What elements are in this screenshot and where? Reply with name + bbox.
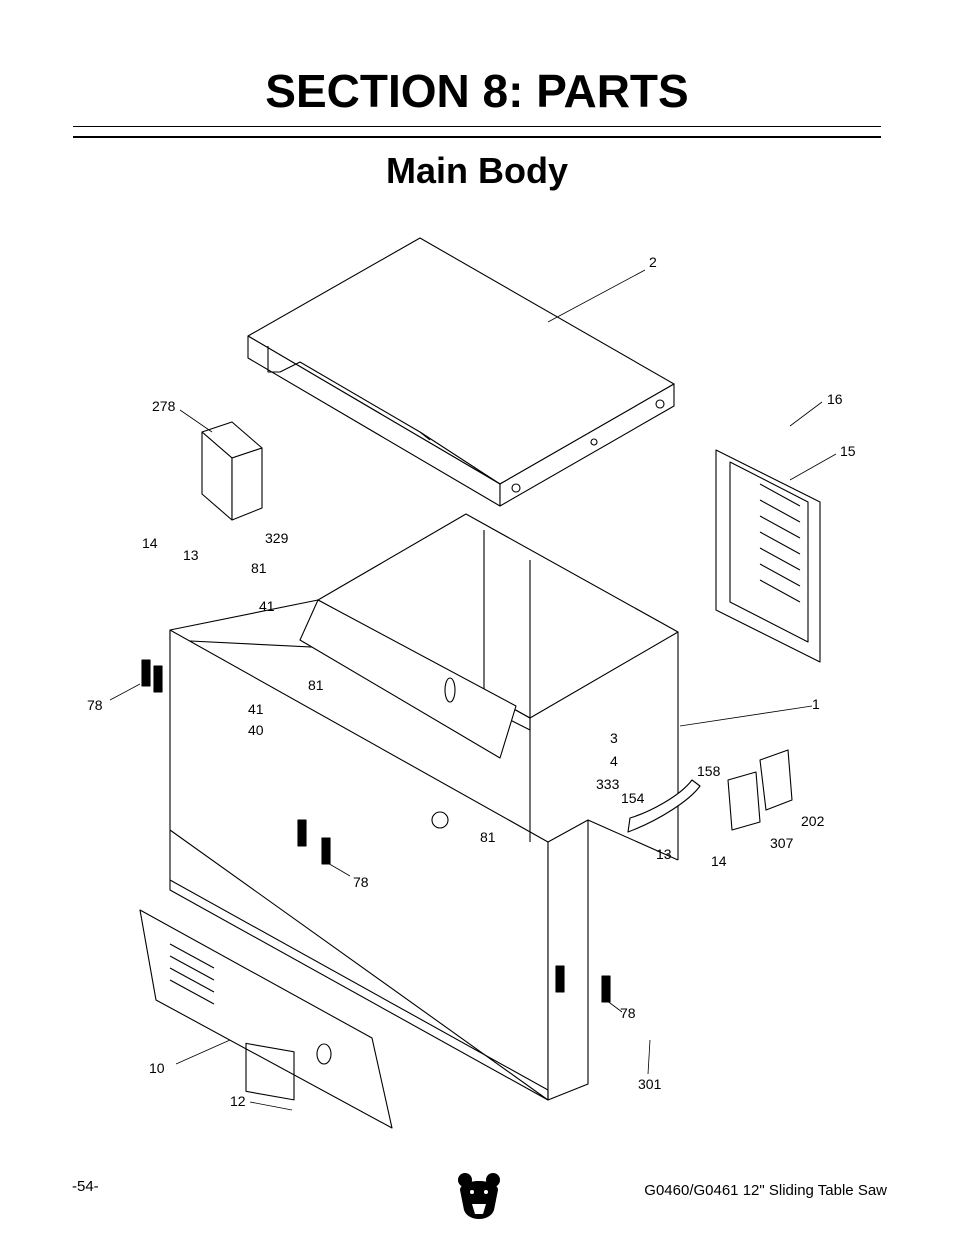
callout-329: 329 [265,530,289,546]
top-cover-part [247,237,675,507]
callout-278: 278 [152,398,176,414]
callout-1: 1 [812,696,820,712]
page-number: -54- [72,1178,99,1195]
callout-81: 81 [251,560,267,576]
callout-16: 16 [827,391,843,407]
callout-154: 154 [621,790,645,806]
title-rule-thick [73,136,881,138]
callout-202: 202 [801,813,825,829]
callout-78-right: 78 [620,1005,636,1021]
callout-13-right: 13 [656,846,672,862]
switch-box-part [627,749,793,833]
callout-158: 158 [697,763,721,779]
title-rule-thin [73,126,881,127]
callout-40: 40 [248,722,264,738]
callout-81-right: 81 [480,829,496,845]
page-subtitle: Main Body [385,150,568,191]
callout-15: 15 [840,443,856,459]
side-panel-part [715,449,821,663]
callout-2: 2 [649,254,657,270]
callout-14-right: 14 [711,853,727,869]
front-panel-part [139,909,393,1129]
callout-14: 14 [142,535,158,551]
manual-title: G0460/G0461 12" Sliding Table Saw [644,1182,887,1199]
callout-3: 3 [610,730,618,746]
callout-13: 13 [183,547,199,563]
callout-4: 4 [610,753,618,769]
bolt-hardware [141,659,611,1003]
callout-81-center: 81 [308,677,324,693]
callout-333: 333 [596,776,620,792]
callout-78: 78 [87,697,103,713]
callout-41-lower: 41 [248,701,264,717]
motor-cover-part [201,421,263,521]
callout-41: 41 [259,598,275,614]
callout-10: 10 [149,1060,165,1076]
callout-307: 307 [770,835,794,851]
section-title: SECTION 8: PARTS [265,65,689,117]
cabinet-body-part [169,513,679,1101]
callout-301: 301 [638,1076,662,1092]
grizzly-bear-icon [458,1173,500,1219]
callout-12: 12 [230,1093,246,1109]
callout-78-center: 78 [353,874,369,890]
